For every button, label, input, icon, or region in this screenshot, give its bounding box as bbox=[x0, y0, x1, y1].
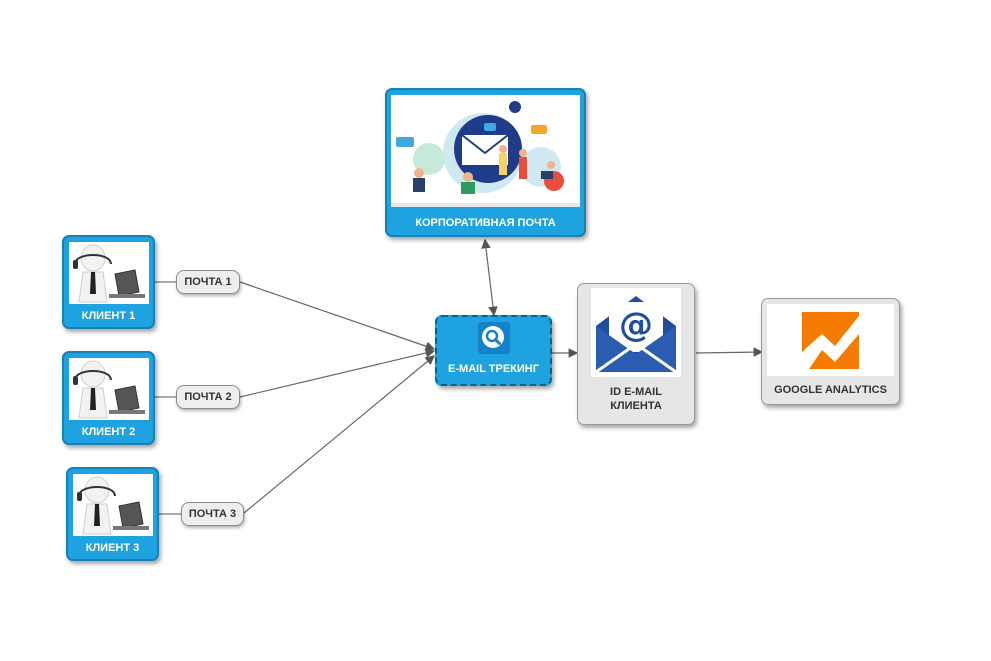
person-laptop-icon bbox=[69, 358, 149, 420]
email-tracking-label: E-MAIL ТРЕКИНГ bbox=[448, 363, 539, 375]
person-laptop-icon bbox=[69, 242, 149, 304]
svg-text:@: @ bbox=[619, 305, 653, 345]
envelope-at-icon: @ bbox=[591, 288, 681, 377]
link-mail2-tracking bbox=[239, 348, 436, 398]
link-emailid-analytics bbox=[695, 347, 764, 357]
google-analytics-icon bbox=[767, 304, 894, 376]
mail-2-label[interactable]: ПОЧТА 2 bbox=[176, 385, 240, 409]
client-2-node[interactable]: КЛИЕНТ 2 bbox=[62, 351, 155, 445]
email-id-node[interactable]: @ ID E-MAIL КЛИЕНТА bbox=[577, 283, 695, 425]
mail-1-label[interactable]: ПОЧТА 1 bbox=[176, 270, 240, 294]
client-1-label: КЛИЕНТ 1 bbox=[81, 310, 136, 322]
corporate-mail-node[interactable]: КОРПОРАТИВНАЯ ПОЧТА bbox=[385, 88, 586, 237]
email-id-label: ID E-MAIL КЛИЕНТА bbox=[610, 386, 662, 412]
team-email-illustration bbox=[391, 95, 580, 207]
link-mail3-tracking bbox=[243, 355, 435, 514]
corporate-mail-label: КОРПОРАТИВНАЯ ПОЧТА bbox=[415, 217, 556, 229]
magnifier-icon bbox=[478, 322, 510, 354]
mail-3-label[interactable]: ПОЧТА 3 bbox=[181, 502, 244, 526]
email-tracking-node[interactable]: E-MAIL ТРЕКИНГ bbox=[435, 315, 552, 386]
client-1-node[interactable]: КЛИЕНТ 1 bbox=[62, 235, 155, 329]
google-analytics-label: GOOGLE ANALYTICS bbox=[774, 384, 887, 396]
person-laptop-icon bbox=[73, 474, 153, 536]
client-2-label: КЛИЕНТ 2 bbox=[81, 426, 136, 438]
google-analytics-node[interactable]: GOOGLE ANALYTICS bbox=[761, 298, 900, 405]
link-mail1-tracking bbox=[239, 281, 436, 351]
link-corp-tracking bbox=[481, 238, 498, 317]
client-3-label: КЛИЕНТ 3 bbox=[85, 542, 140, 554]
client-3-node[interactable]: КЛИЕНТ 3 bbox=[66, 467, 159, 561]
